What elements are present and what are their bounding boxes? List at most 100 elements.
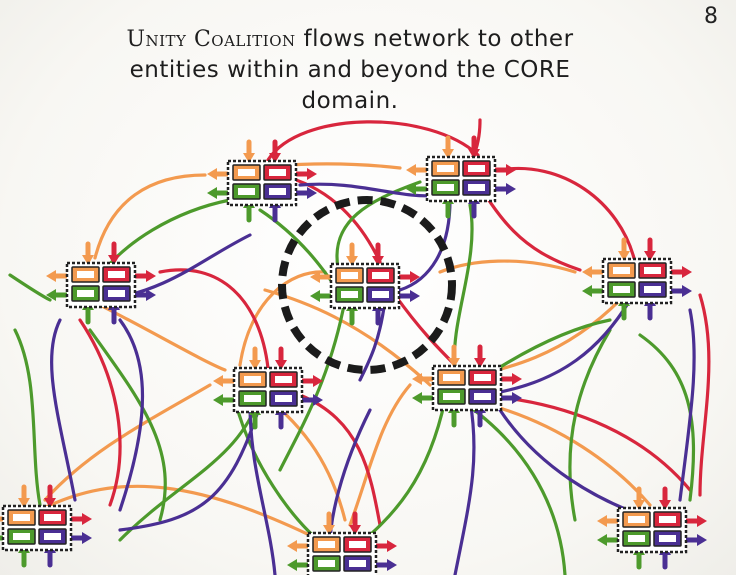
- network-node: [582, 237, 692, 321]
- box-slot: [244, 376, 261, 383]
- green-connection-line: [8, 273, 52, 302]
- network-node: [46, 241, 156, 325]
- red-connection-line: [78, 318, 122, 507]
- right-purple-arrow: [397, 290, 420, 302]
- left-orange-arrow: [46, 270, 69, 282]
- box-slot: [238, 188, 255, 195]
- red-connection-line: [698, 293, 711, 497]
- box-slot: [269, 188, 286, 195]
- box-slot: [44, 533, 61, 540]
- right-red-arrow: [294, 168, 317, 180]
- box-slot: [349, 541, 366, 548]
- left-green-arrow: [207, 187, 230, 199]
- orange-connection-line: [468, 398, 652, 507]
- box-slot: [108, 290, 125, 297]
- orange-connection-line: [43, 383, 212, 502]
- box-slot: [341, 272, 358, 279]
- purple-connection-line: [453, 398, 476, 575]
- inbound-orange-arrow: [243, 139, 255, 163]
- box-slot: [613, 286, 630, 293]
- box-slot: [659, 535, 676, 542]
- box-slot: [437, 165, 454, 172]
- right-red-arrow: [493, 164, 516, 176]
- inbound-red-arrow: [468, 135, 480, 159]
- left-green-arrow: [310, 290, 333, 302]
- inbound-red-arrow: [269, 139, 281, 163]
- box-slot: [644, 286, 661, 293]
- left-orange-arrow: [287, 540, 310, 552]
- box-slot: [318, 541, 335, 548]
- right-red-arrow: [133, 270, 156, 282]
- box-slot: [628, 535, 645, 542]
- inbound-red-arrow: [275, 346, 287, 370]
- box-slot: [77, 271, 94, 278]
- inbound-orange-arrow: [633, 486, 645, 510]
- box-slot: [77, 290, 94, 297]
- box-slot: [474, 393, 491, 400]
- red-connection-line: [298, 393, 382, 527]
- left-green-arrow: [0, 535, 5, 541]
- network-node: [412, 344, 522, 428]
- left-orange-arrow: [213, 375, 236, 387]
- node-layer: [0, 135, 707, 575]
- network-node: [0, 484, 92, 568]
- inbound-orange-arrow: [442, 135, 454, 159]
- orange-connection-line: [93, 173, 207, 260]
- caption-lead: Unity Coalition: [126, 27, 296, 52]
- right-red-arrow: [69, 513, 92, 525]
- left-green-arrow: [46, 289, 69, 301]
- purple-connection-line: [248, 403, 277, 575]
- inbound-red-arrow: [372, 242, 384, 266]
- core-domain-ring: [278, 196, 456, 374]
- purple-connection-line: [118, 403, 262, 532]
- right-purple-arrow: [133, 289, 156, 301]
- caption: Unity Coalition flows network to other e…: [40, 24, 660, 117]
- red-connection-line: [266, 120, 480, 162]
- box-slot: [269, 169, 286, 176]
- inbound-orange-arrow: [82, 241, 94, 265]
- left-orange-arrow: [207, 168, 230, 180]
- purple-connection-line: [498, 298, 632, 394]
- right-purple-arrow: [499, 392, 522, 404]
- orange-connection-line: [88, 298, 227, 372]
- box-slot: [13, 533, 30, 540]
- orange-connection-line: [348, 383, 412, 527]
- box-slot: [443, 374, 460, 381]
- network-node: [213, 346, 323, 430]
- left-orange-arrow: [597, 515, 620, 527]
- purple-connection-line: [358, 298, 387, 382]
- purple-connection-line: [678, 308, 696, 502]
- right-purple-arrow: [374, 559, 397, 571]
- box-slot: [275, 395, 292, 402]
- page-number: 8: [704, 4, 718, 29]
- box-slot: [474, 374, 491, 381]
- box-slot: [468, 165, 485, 172]
- left-green-arrow: [597, 534, 620, 546]
- inbound-orange-arrow: [323, 511, 335, 535]
- green-connection-line: [13, 328, 42, 507]
- inbound-orange-arrow: [346, 242, 358, 266]
- orange-connection-line: [238, 270, 327, 367]
- box-slot: [628, 516, 645, 523]
- network-node: [207, 139, 317, 223]
- box-slot: [613, 267, 630, 274]
- red-connection-line: [158, 268, 270, 370]
- inbound-red-arrow: [349, 511, 361, 535]
- connection-layer: [8, 118, 711, 575]
- box-slot: [108, 271, 125, 278]
- red-connection-line: [288, 176, 382, 264]
- box-slot: [372, 272, 389, 279]
- right-red-arrow: [300, 375, 323, 387]
- right-red-arrow: [499, 373, 522, 385]
- green-connection-line: [568, 328, 612, 522]
- red-connection-line: [498, 167, 637, 264]
- right-red-arrow: [397, 271, 420, 283]
- right-red-arrow: [374, 540, 397, 552]
- right-purple-arrow: [300, 394, 323, 406]
- inbound-orange-arrow: [249, 346, 261, 370]
- caption-line-3: domain.: [301, 88, 399, 114]
- inbound-red-arrow: [474, 344, 486, 368]
- box-slot: [341, 291, 358, 298]
